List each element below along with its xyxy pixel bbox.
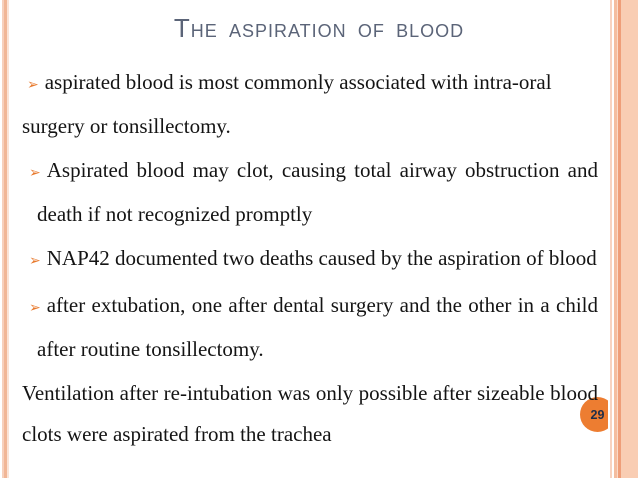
bullet-item: ➢Aspirated blood may clot, causing total… [22, 150, 598, 235]
bullet-item: ➢after extubation, one after dental surg… [22, 285, 598, 370]
bullet-text: after extubation, one after dental surge… [37, 293, 598, 361]
left-border-stripe-decoration [0, 0, 10, 478]
bullet-text: Aspirated blood may clot, causing total … [37, 158, 598, 226]
bullet-item: ➢aspirated blood is most commonly associ… [22, 62, 598, 147]
right-border-stripe-decoration [608, 0, 638, 478]
arrowhead-bullet-icon: ➢ [29, 165, 41, 181]
closing-paragraph: Ventilation after re-intubation was only… [22, 381, 598, 446]
bullet-text: aspirated blood is most commonly associa… [22, 70, 552, 138]
slide-title: The aspiration of blood [173, 13, 465, 43]
bullet-item: ➢ NAP42 documented two deaths caused by t… [22, 238, 598, 282]
arrowhead-bullet-icon: ➢ [29, 253, 41, 269]
bullet-text: NAP42 documented two deaths caused by th… [46, 246, 597, 270]
arrowhead-bullet-icon: ➢ [29, 300, 41, 316]
slide-body: ➢aspirated blood is most commonly associ… [22, 62, 598, 458]
page-number: 29 [590, 407, 605, 422]
arrowhead-bullet-icon: ➢ [27, 77, 39, 93]
